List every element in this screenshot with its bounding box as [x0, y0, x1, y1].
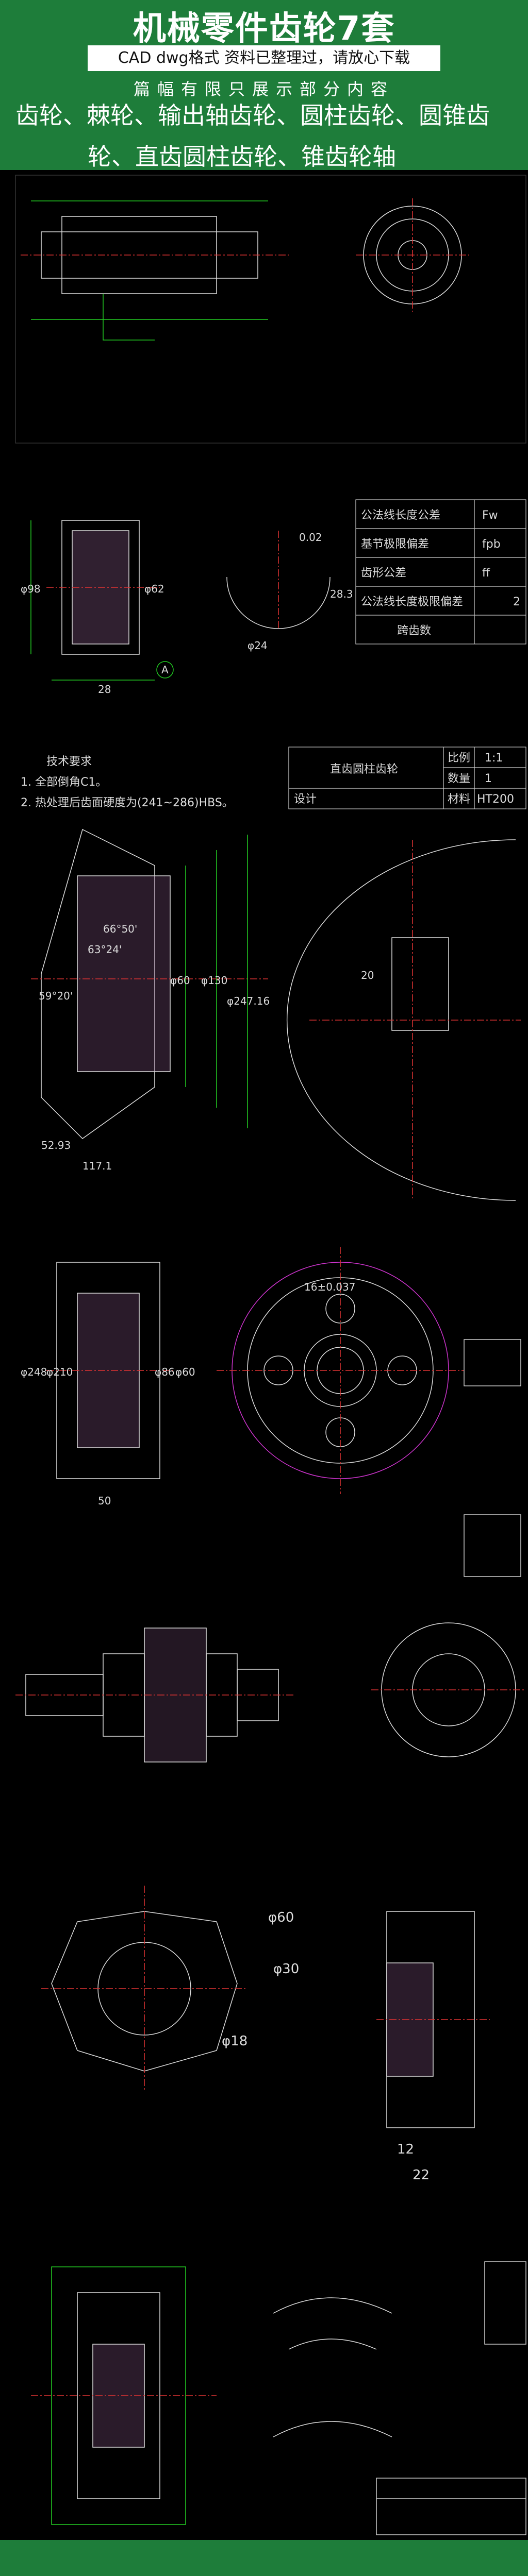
table-label-4: 公法线长度极限偏差	[361, 596, 463, 608]
dim-28: 28	[98, 683, 111, 696]
table-value-3: ff	[482, 567, 490, 580]
dim-002: 0.02	[299, 531, 322, 544]
dim-d210: φ210	[46, 1366, 73, 1378]
footer-banner	[0, 2540, 528, 2576]
tech-req-2: 2. 热处理后齿面硬度为(241~286)HBS。	[21, 796, 234, 809]
table-value-1: Fw	[482, 509, 498, 522]
dim-16: 16±0.037	[304, 1281, 355, 1293]
preview-notice: 篇幅有限只展示部分内容	[133, 79, 394, 99]
dim-angle-1: 66°50'	[103, 923, 137, 935]
cad-drawing-sheet: 公法线长度公差 Fw 基节极限偏差 fpb 齿形公差 ff 公法线长度极限偏差 …	[15, 175, 526, 2535]
header-banner: 机械零件齿轮7套 CAD dwg格式 资料已整理过，请放心下载 篇幅有限只展示部…	[0, 0, 528, 171]
drawing-2	[31, 828, 521, 1201]
gear-types-line-1: 齿轮、棘轮、输出轴齿轮、圆柱齿轮、圆锥齿	[15, 101, 490, 129]
drawing-2-title-block	[288, 747, 526, 809]
datum-a: A	[161, 664, 169, 676]
dim-d62: φ62	[144, 583, 164, 595]
material-label: 材料	[448, 793, 470, 806]
dim-283: 28.3	[330, 588, 353, 600]
table-value-4: 2	[513, 596, 520, 608]
tech-req-1: 1. 全部倒角C1。	[21, 776, 107, 789]
drawing-5	[41, 1886, 490, 2128]
table-label-2: 基节极限偏差	[361, 538, 429, 551]
drawing-2-text: 技术要求 1. 全部倒角C1。 2. 热处理后齿面硬度为(241~286)HBS…	[21, 752, 514, 809]
scale-label: 比例	[448, 752, 470, 765]
drawing-3	[46, 1247, 521, 1494]
dim-50: 50	[98, 1495, 111, 1507]
dim-d248: φ248	[21, 1366, 47, 1378]
material-value: HT200	[477, 793, 514, 806]
qty-value: 1	[485, 772, 492, 785]
dim-d18: φ18	[222, 2033, 248, 2049]
dim-22: 22	[412, 2167, 430, 2183]
dim-d60c: φ60	[268, 1910, 294, 1925]
dim-d30: φ30	[273, 1961, 299, 1977]
drawing-1	[15, 175, 526, 681]
drawing-2-dims: 66°50' 63°24' 59°20' 52.93 117.1 φ60 φ13…	[39, 923, 374, 1172]
format-banner: CAD dwg格式 资料已整理过，请放心下载	[88, 45, 440, 71]
table-value-2: fpb	[482, 538, 501, 551]
drawn-label: 设计	[294, 793, 317, 806]
dim-d247: φ247.16	[227, 995, 270, 1007]
drawing-3-dims: φ248 φ210 φ86 φ60 50 16±0.037	[21, 1281, 355, 1507]
dim-d60b: φ60	[175, 1366, 195, 1378]
dim-angle-3: 59°20'	[39, 990, 73, 1002]
scale-value: 1:1	[485, 752, 503, 765]
dim-1171: 117.1	[82, 1160, 112, 1172]
dim-d130: φ130	[201, 974, 227, 987]
drawing-6	[31, 2261, 526, 2535]
tech-req-title: 技术要求	[46, 755, 92, 768]
dim-d86: φ86	[155, 1366, 175, 1378]
title-block-name: 直齿圆柱齿轮	[330, 763, 398, 776]
dim-angle-2: 63°24'	[88, 943, 122, 956]
drawing-5-dims: φ60 φ30 φ18 12 22	[222, 1910, 430, 2183]
page-title: 机械零件齿轮7套	[133, 10, 395, 48]
qty-label: 数量	[448, 772, 470, 785]
table-label-3: 齿形公差	[361, 567, 406, 580]
dim-20: 20	[361, 969, 374, 981]
gear-types-line-2: 轮、直齿圆柱齿轮、锥齿轮轴	[88, 143, 396, 171]
dim-d60: φ60	[170, 974, 190, 987]
drawing-1-dims: φ98 φ62 28 0.02 φ24 28.3 A	[21, 531, 353, 696]
drawing-4	[15, 1514, 526, 1762]
table-label-1: 公法线长度公差	[361, 509, 440, 522]
dim-d98: φ98	[21, 583, 41, 595]
dim-d24: φ24	[248, 639, 268, 652]
dim-12: 12	[397, 2142, 414, 2157]
drawing-1-table-text: 公法线长度公差 Fw 基节极限偏差 fpb 齿形公差 ff 公法线长度极限偏差 …	[361, 509, 520, 637]
drawing-1-table	[355, 499, 526, 645]
dim-5293: 52.93	[41, 1139, 71, 1151]
table-label-5: 跨齿数	[397, 624, 431, 637]
